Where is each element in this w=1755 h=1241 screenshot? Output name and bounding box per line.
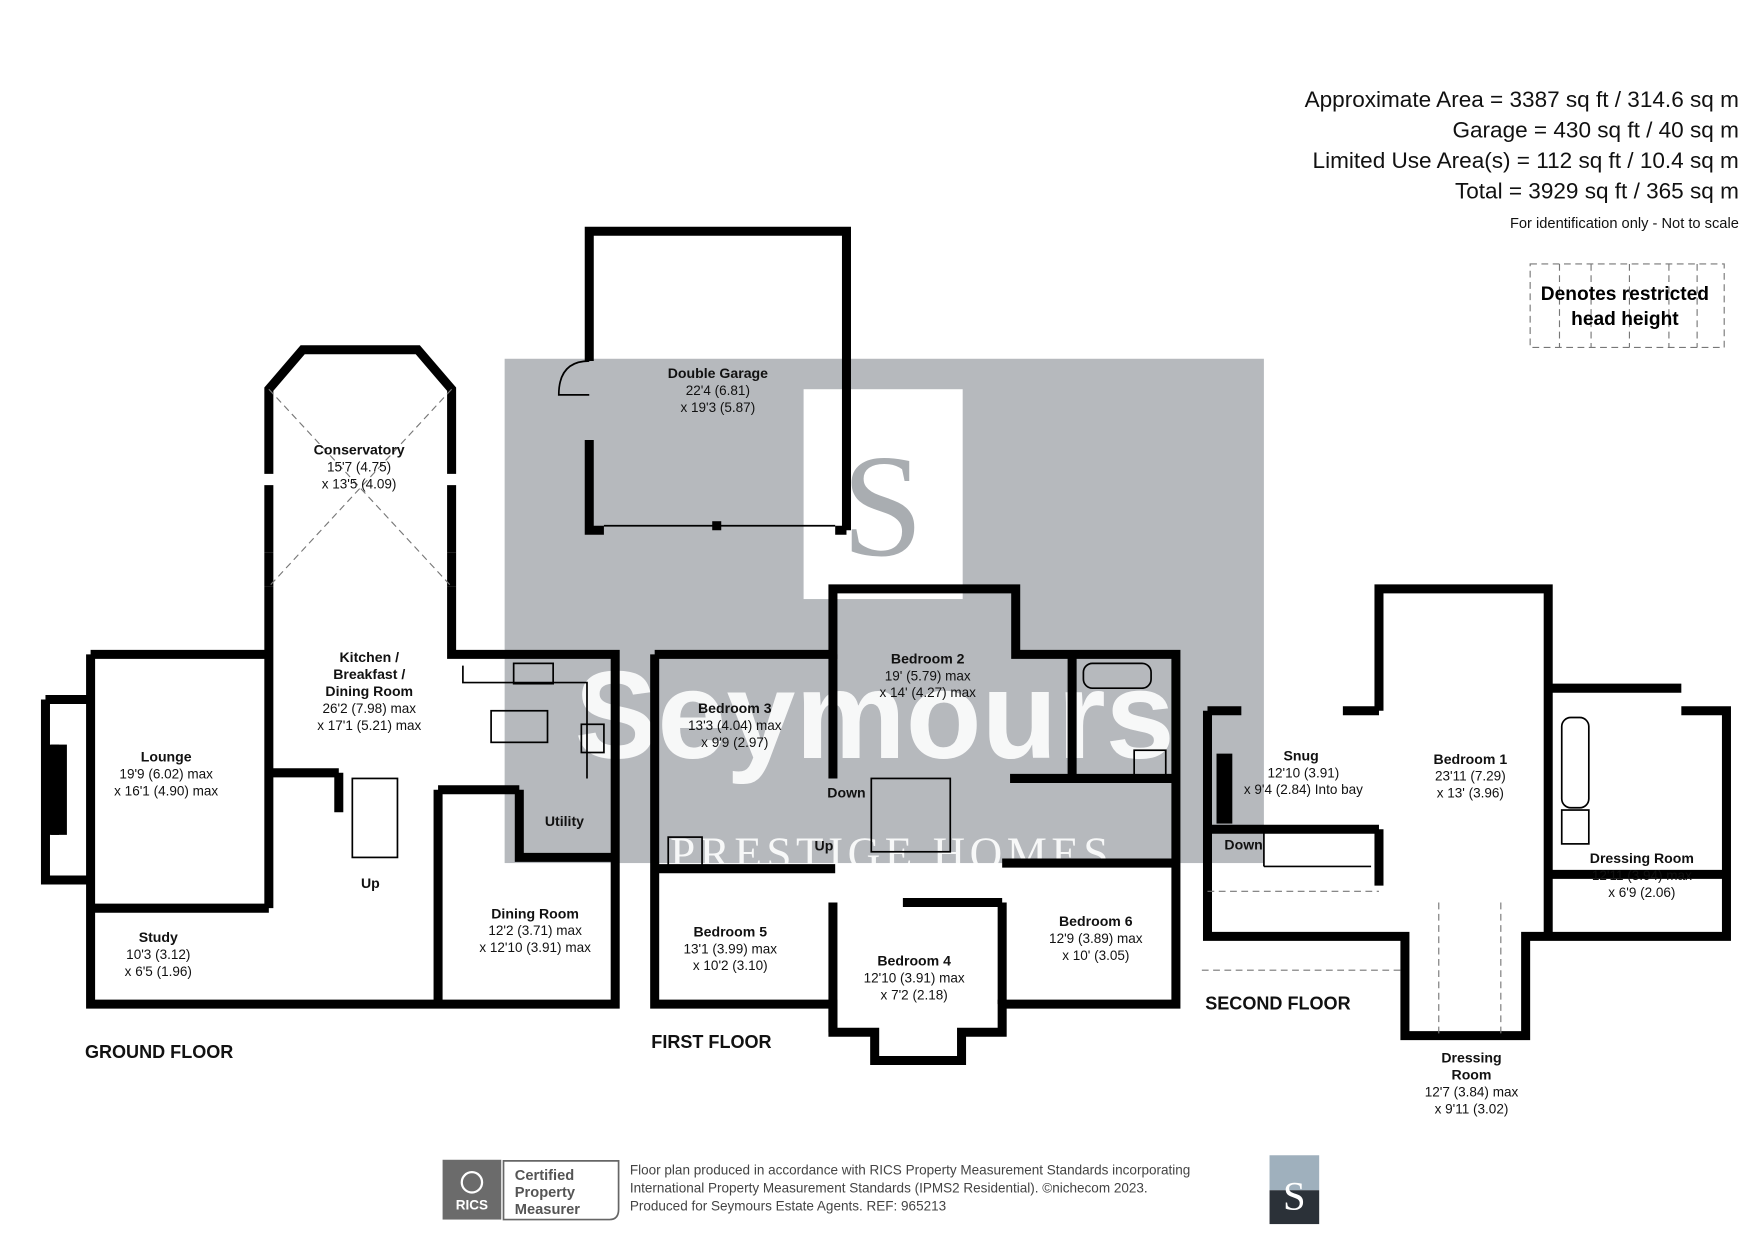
svg-text:12'10 (3.91): 12'10 (3.91) <box>1268 765 1340 780</box>
svg-text:Breakfast /: Breakfast / <box>333 666 405 682</box>
svg-text:x 7'2 (2.18): x 7'2 (2.18) <box>881 988 948 1003</box>
approx-area: Approximate Area = 3387 sq ft / 314.6 sq… <box>1305 87 1739 112</box>
rics-lion-icon <box>460 1171 484 1194</box>
garage-plan <box>557 226 851 535</box>
footer-line-2: International Property Measurement Stand… <box>630 1180 1148 1195</box>
limited-area: Limited Use Area(s) = 112 sq ft / 10.4 s… <box>1313 148 1739 173</box>
room-double-garage: Double Garage 22'4 (6.81) x 19'3 (5.87) <box>668 365 768 415</box>
svg-text:x 13' (3.96): x 13' (3.96) <box>1437 786 1504 801</box>
svg-text:Bedroom 2: Bedroom 2 <box>891 650 965 666</box>
room-bedroom-3: Bedroom 3 13'3 (4.04) max x 9'9 (2.97) <box>688 700 782 750</box>
svg-text:Bedroom 3: Bedroom 3 <box>698 700 772 716</box>
svg-text:19'9 (6.02) max: 19'9 (6.02) max <box>119 766 213 781</box>
svg-text:x 9'11 (3.02): x 9'11 (3.02) <box>1435 1102 1509 1117</box>
svg-text:12'7 (3.84) max: 12'7 (3.84) max <box>1425 1085 1519 1100</box>
room-bedroom-1: Bedroom 1 23'11 (7.29) x 13' (3.96) <box>1434 751 1508 801</box>
seymours-logo: S <box>1269 1155 1320 1225</box>
room-bedroom-6: Bedroom 6 12'9 (3.89) max x 10' (3.05) <box>1049 913 1143 963</box>
svg-text:x 13'5 (4.09): x 13'5 (4.09) <box>322 477 397 492</box>
legend-line1: Denotes restricted <box>1541 284 1709 305</box>
svg-text:Double Garage: Double Garage <box>668 365 768 381</box>
room-bedroom-4: Bedroom 4 12'10 (3.91) max x 7'2 (2.18) <box>864 953 965 1003</box>
ground-floor-plan <box>40 345 620 1009</box>
room-dining: Dining Room 12'2 (3.71) max x 12'10 (3.9… <box>479 905 591 955</box>
svg-text:Bedroom 4: Bedroom 4 <box>877 953 951 969</box>
room-bedroom-2: Bedroom 2 19' (5.79) max x 14' (4.27) ma… <box>879 650 976 700</box>
svg-text:Dining Room: Dining Room <box>491 905 579 921</box>
svg-text:x 19'3 (5.87): x 19'3 (5.87) <box>681 400 756 415</box>
area-summary: Approximate Area = 3387 sq ft / 314.6 sq… <box>1305 87 1739 232</box>
svg-text:x 9'4 (2.84) Into bay: x 9'4 (2.84) Into bay <box>1244 782 1363 797</box>
svg-text:x 17'1 (5.21) max: x 17'1 (5.21) max <box>317 718 421 733</box>
svg-text:Bedroom 6: Bedroom 6 <box>1059 913 1133 929</box>
svg-text:x 10' (3.05): x 10' (3.05) <box>1062 948 1129 963</box>
svg-text:Kitchen /: Kitchen / <box>339 649 399 665</box>
svg-text:x 16'1 (4.90) max: x 16'1 (4.90) max <box>114 783 218 798</box>
svg-text:Bedroom 1: Bedroom 1 <box>1434 751 1508 767</box>
footer-line-3: Produced for Seymours Estate Agents. REF… <box>630 1199 946 1214</box>
svg-text:x 12'10 (3.91) max: x 12'10 (3.91) max <box>479 940 591 955</box>
svg-text:Dressing: Dressing <box>1441 1050 1501 1066</box>
garage-area: Garage = 430 sq ft / 40 sq m <box>1452 118 1738 143</box>
svg-text:x 9'9 (2.97): x 9'9 (2.97) <box>701 735 768 750</box>
watermark-logo: S <box>842 424 924 587</box>
stairs-down-second: Down <box>1224 837 1262 853</box>
svg-text:x 14' (4.27) max: x 14' (4.27) max <box>879 685 976 700</box>
first-floor-plan <box>650 584 1181 1066</box>
svg-text:S: S <box>1283 1173 1306 1218</box>
second-floor-plan <box>1201 584 1731 1041</box>
svg-text:13'1 (3.99) max: 13'1 (3.99) max <box>684 941 778 956</box>
svg-text:26'2 (7.98) max: 26'2 (7.98) max <box>323 701 417 716</box>
room-conservatory: Conservatory 15'7 (4.75) x 13'5 (4.09) <box>314 442 405 492</box>
svg-text:12'9 (3.89) max: 12'9 (3.89) max <box>1049 931 1143 946</box>
svg-text:10'3 (3.12): 10'3 (3.12) <box>126 947 190 962</box>
svg-text:Dressing Room: Dressing Room <box>1590 850 1694 866</box>
svg-text:12'11 (3.94) max: 12'11 (3.94) max <box>1592 868 1692 883</box>
svg-text:15'7 (4.75): 15'7 (4.75) <box>327 460 391 475</box>
room-utility: Utility <box>545 813 584 829</box>
svg-text:23'11 (7.29): 23'11 (7.29) <box>1435 769 1506 784</box>
room-bedroom-5: Bedroom 5 13'1 (3.99) max x 10'2 (3.10) <box>684 923 778 973</box>
svg-text:12'10 (3.91) max: 12'10 (3.91) max <box>864 971 965 986</box>
svg-text:13'3 (4.04) max: 13'3 (4.04) max <box>688 718 782 733</box>
stairs-down-first: Down <box>827 785 865 801</box>
svg-text:Dining Room: Dining Room <box>325 683 413 699</box>
room-dressing-room-2: Dressing Room 12'7 (3.84) max x 9'11 (3.… <box>1425 1050 1519 1117</box>
svg-text:19' (5.79) max: 19' (5.79) max <box>885 668 971 683</box>
stairs-up-first: Up <box>815 838 834 854</box>
svg-text:22'4 (6.81): 22'4 (6.81) <box>686 383 750 398</box>
stairs-up-ground: Up <box>361 875 380 891</box>
svg-text:Room: Room <box>1452 1067 1492 1083</box>
room-snug: Snug 12'10 (3.91) x 9'4 (2.84) Into bay <box>1244 747 1363 797</box>
legend-line2: head height <box>1571 309 1679 330</box>
scale-note: For identification only - Not to scale <box>1510 216 1739 232</box>
rics-badge: RICS Certified Property Measurer <box>442 1159 620 1221</box>
total-area: Total = 3929 sq ft / 365 sq m <box>1455 179 1739 204</box>
footer-line-1: Floor plan produced in accordance with R… <box>630 1162 1190 1177</box>
second-floor-label: SECOND FLOOR <box>1205 994 1350 1014</box>
ground-floor-label: GROUND FLOOR <box>85 1042 233 1062</box>
svg-text:Bedroom 5: Bedroom 5 <box>693 923 767 939</box>
svg-text:Property: Property <box>515 1185 576 1201</box>
svg-text:Study: Study <box>139 929 178 945</box>
svg-text:Certified: Certified <box>515 1168 574 1184</box>
svg-text:12'2 (3.71) max: 12'2 (3.71) max <box>488 923 582 938</box>
svg-text:Measurer: Measurer <box>515 1202 580 1218</box>
svg-text:Lounge: Lounge <box>141 749 192 765</box>
restricted-height-legend: Denotes restricted head height <box>1529 263 1725 349</box>
svg-text:x 6'9 (2.06): x 6'9 (2.06) <box>1608 885 1675 900</box>
rics-logo: RICS <box>456 1197 488 1212</box>
room-kitchen: Kitchen / Breakfast / Dining Room 26'2 (… <box>317 649 421 733</box>
room-study: Study 10'3 (3.12) x 6'5 (1.96) <box>125 929 192 979</box>
room-lounge: Lounge 19'9 (6.02) max x 16'1 (4.90) max <box>114 749 218 799</box>
svg-text:Conservatory: Conservatory <box>314 442 405 458</box>
first-floor-label: FIRST FLOOR <box>651 1032 771 1052</box>
svg-text:x 10'2 (3.10): x 10'2 (3.10) <box>693 958 768 973</box>
svg-text:x 6'5 (1.96): x 6'5 (1.96) <box>125 964 192 979</box>
svg-text:Snug: Snug <box>1284 747 1319 763</box>
room-dressing-room-1: Dressing Room 12'11 (3.94) max x 6'9 (2.… <box>1590 850 1694 900</box>
